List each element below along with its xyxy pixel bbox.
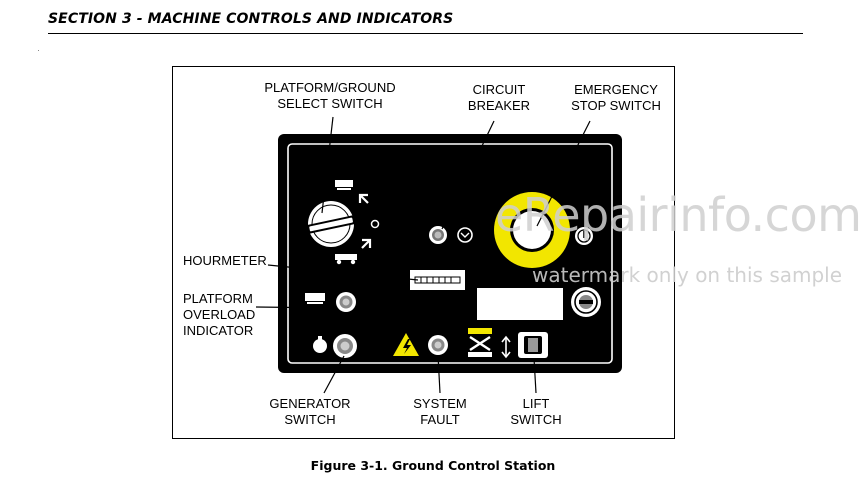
callout-line: PLATFORM: [183, 291, 253, 306]
ground-icon: [335, 238, 372, 265]
callout-line: CIRCUIT: [472, 82, 526, 97]
lift-switch: [518, 332, 548, 358]
callout-line: SWITCH: [510, 412, 562, 427]
watermark-main: eRepairinfo.com: [495, 188, 862, 242]
callout-emergency-stop-switch: EMERGENCY STOP SWITCH: [560, 82, 672, 114]
callout-line: PLATFORM/GROUND: [264, 80, 396, 95]
hourmeter-display: [410, 270, 465, 290]
round-switch: [571, 287, 601, 317]
control-panel: [278, 134, 622, 373]
platform-ground-select-switch: [305, 201, 358, 247]
callout-line: GENERATOR: [269, 396, 351, 411]
platform-icon: [335, 180, 369, 204]
emergency-stop-switch: [494, 192, 570, 268]
warning-icon: [393, 333, 419, 356]
center-position-marker: [370, 219, 380, 229]
callout-line: SYSTEM: [413, 396, 467, 411]
callout-line: EMERGENCY: [574, 82, 658, 97]
callout-line: BREAKER: [467, 98, 531, 113]
platform-overload-indicator: [336, 292, 356, 312]
callout-circuit-breaker: CIRCUIT BREAKER: [455, 82, 543, 114]
reset-icon: [457, 227, 473, 243]
callout-line: INDICATOR: [183, 323, 254, 338]
callout-hourmeter: HOURMETER: [183, 253, 267, 268]
section-title: SECTION 3 - MACHINE CONTROLS AND INDICAT…: [48, 11, 454, 27]
callout-line: STOP SWITCH: [571, 98, 661, 113]
callout-line: LIFT: [522, 396, 550, 411]
callout-lift-switch: LIFT SWITCH: [496, 396, 576, 428]
generator-icon: [313, 336, 327, 353]
callout-line: FAULT: [420, 412, 460, 427]
up-down-arrow-icon: [501, 335, 511, 359]
figure-frame: [172, 66, 675, 439]
watermark-sub: watermark only on this sample: [532, 263, 843, 287]
scissor-lift-icon: [468, 328, 492, 357]
system-fault-indicator: [428, 335, 448, 355]
callout-generator-switch: GENERATOR SWITCH: [255, 396, 365, 428]
callout-line: OVERLOAD: [183, 307, 256, 322]
power-icon: [575, 227, 593, 245]
callout-platform-ground-select-switch: PLATFORM/GROUND SELECT SWITCH: [250, 80, 410, 112]
figure-caption: Figure 3-1. Ground Control Station: [310, 458, 556, 473]
circuit-breaker: [429, 226, 447, 244]
header-rule: [48, 33, 803, 34]
stray-mark: [38, 50, 39, 51]
generator-switch: [333, 334, 357, 358]
label-plate: [477, 288, 563, 320]
leader-lines: [255, 116, 591, 394]
callout-line: SWITCH: [284, 412, 336, 427]
callout-line: SELECT SWITCH: [277, 96, 383, 111]
callout-platform-overload-indicator: PLATFORM OVERLOAD INDICATOR: [183, 291, 255, 339]
callout-system-fault: SYSTEM FAULT: [400, 396, 480, 428]
overload-platform-icon: [305, 293, 325, 304]
